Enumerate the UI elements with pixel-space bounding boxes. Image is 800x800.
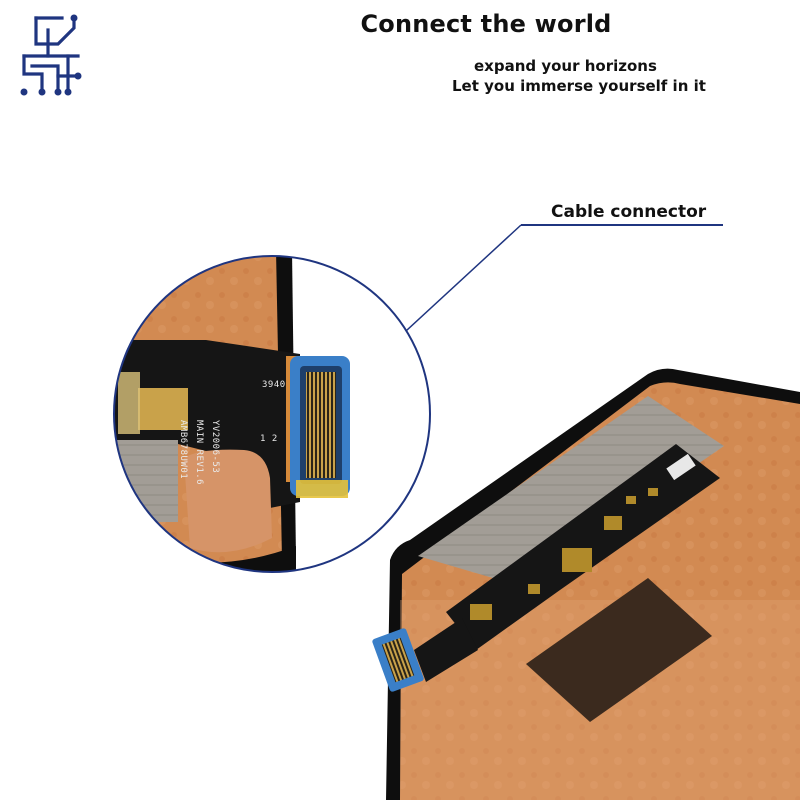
circuit-letters-logo-icon [20, 14, 82, 96]
flex-print-line-1: AMB678UW01 [178, 420, 188, 480]
zoom-circle [113, 255, 431, 573]
zoom-detail [114, 256, 430, 572]
display-panel [372, 368, 800, 800]
flex-pin-mark: 3940 [262, 380, 286, 390]
headline: Connect the world [360, 10, 612, 38]
flex-print-line-3: YV2006-53 [210, 420, 220, 474]
subline-expand: expand your horizons [474, 57, 657, 75]
flex-pin-mark-2: 1 2 [260, 434, 278, 444]
callout-underline [521, 224, 723, 226]
cable-connector-label: Cable connector [551, 202, 707, 222]
flex-print-line-2: MAIN REV1.6 [194, 420, 204, 486]
subline-immerse: Let you immerse yourself in it [452, 77, 706, 95]
